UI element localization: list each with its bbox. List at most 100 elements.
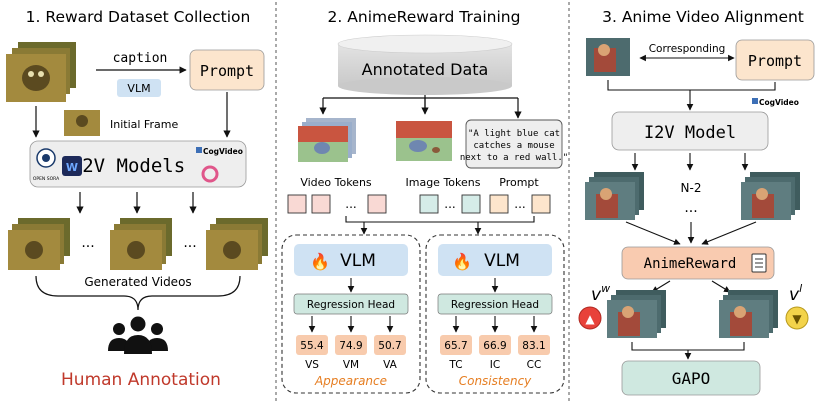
score-va: 50.7 [378, 340, 401, 352]
flame-icon: 🔥 [452, 252, 472, 271]
metric-vs: VS [305, 359, 319, 371]
svg-text:CogVideo: CogVideo [203, 147, 243, 156]
generated-videos-brace [35, 275, 241, 311]
video-tokens-label: Video Tokens [300, 176, 372, 189]
score-cc: 83.1 [522, 340, 545, 352]
regression-head-label-right: Regression Head [451, 299, 539, 311]
generated-video-3 [206, 218, 268, 270]
i2v-models-box [29, 140, 247, 188]
i2v-models-label: I2V Models [71, 155, 185, 177]
generated-video-2 [110, 218, 172, 270]
prompt-quote-line-1: "A light blue cat [468, 129, 560, 139]
inputs-merge [607, 80, 776, 91]
vl-label: vl [789, 282, 802, 305]
gapo-label: GAPO [672, 369, 711, 388]
svg-text:CogVideo: CogVideo [759, 98, 799, 107]
training-video-stack [298, 118, 356, 162]
video-token [367, 194, 387, 214]
vlm-box [117, 79, 161, 97]
corresponding-label: Corresponding [649, 43, 726, 55]
prompt-label-1: Prompt [200, 62, 254, 80]
i2v-model-box [611, 111, 769, 151]
wan-logo [62, 156, 82, 176]
annotated-data-label: Annotated Data [362, 60, 489, 79]
metric-ic: IC [490, 359, 500, 371]
metric-vm: VM [343, 359, 359, 371]
appearance-label: Appearance [314, 374, 387, 388]
panel3-title: 3. Anime Video Alignment [602, 8, 804, 26]
regression-head-label-left: Regression Head [307, 299, 395, 311]
scorecard-icon [751, 253, 767, 273]
anime-reward-box [621, 246, 775, 280]
gapo-box [621, 360, 761, 396]
prompt-token [531, 194, 551, 214]
panel2-title: 2. AnimeReward Training [328, 8, 521, 26]
rollout-video-left [585, 172, 644, 220]
video-token [311, 194, 331, 214]
svg-text:W: W [66, 161, 78, 174]
metric-va: VA [383, 359, 398, 371]
panel1-title: 1. Reward Dataset Collection [26, 8, 251, 26]
image-tokens-label: Image Tokens [406, 176, 481, 189]
image-token-ellipsis: ... [444, 197, 455, 211]
image-token [461, 194, 481, 214]
prompt-tokens-label: Prompt [499, 176, 539, 189]
panel-reward-dataset-collection: 1. Reward Dataset Collection caption VLM… [6, 8, 268, 390]
initial-frame-label: Initial Frame [110, 118, 178, 131]
metric-tc: TC [448, 359, 462, 371]
prompt-token [489, 194, 509, 214]
thumbs-down-icon: ▼ [785, 306, 809, 330]
vlm-box-left [294, 244, 408, 276]
vlm-label: VLM [127, 82, 150, 95]
vlm-box-right [438, 244, 552, 276]
video-token-ellipsis: ... [345, 197, 356, 211]
score-tc: 65.7 [444, 340, 467, 352]
anime-reward-label: AnimeReward [644, 256, 737, 272]
vlm-label-left: VLM [340, 251, 376, 271]
source-frame-stack [6, 42, 76, 102]
score-chip [374, 335, 406, 355]
prompt-box-1 [189, 49, 265, 91]
score-ic: 66.9 [483, 340, 506, 352]
generated-videos-label: Generated Videos [84, 275, 191, 289]
hailuo-logo [201, 165, 219, 183]
pair-merge [631, 342, 745, 351]
score-chip [440, 335, 472, 355]
image-token [419, 194, 439, 214]
people-icon [108, 316, 168, 354]
regression-head-right [437, 293, 553, 315]
open-sora-logo: OPEN SORA [33, 148, 60, 182]
appearance-model-box [281, 234, 421, 394]
score-vm: 74.9 [339, 340, 362, 352]
score-chip [296, 335, 328, 355]
vw-label: vw [591, 282, 610, 305]
i2v-model-label: I2V Model [644, 123, 736, 143]
rollout-ellipsis: ... [684, 200, 697, 216]
score-chip [479, 335, 511, 355]
n-minus-2-label: N-2 [681, 181, 702, 195]
prompt-quote-line-3: next to a red wall." [460, 153, 568, 163]
generated-video-1 [8, 218, 70, 270]
vlm-label-right: VLM [484, 251, 520, 271]
cogvideo-logo-3: CogVideo [752, 98, 799, 107]
cogvideo-logo-1: CogVideo [196, 147, 243, 156]
thumbs-up-icon: ▲ [578, 306, 602, 330]
prompt-box-3 [735, 39, 815, 81]
metric-cc: CC [527, 359, 542, 371]
regression-head-left [293, 293, 409, 315]
score-vs: 55.4 [300, 340, 324, 352]
annotated-data-cylinder [337, 34, 513, 95]
score-chip [335, 335, 367, 355]
anime-frame-input [586, 38, 630, 76]
panel-anime-video-alignment: 3. Anime Video Alignment Corresponding P… [578, 8, 815, 396]
video-token [287, 194, 307, 214]
consistency-model-box [425, 234, 565, 394]
svg-text:▼: ▼ [792, 312, 802, 326]
loser-video [719, 290, 778, 338]
human-annotation-label: Human Annotation [61, 370, 221, 390]
gen-ellipsis-2: ... [183, 235, 196, 251]
rollout-video-right [741, 172, 800, 220]
consistency-label: Consistency [459, 374, 532, 388]
svg-text:OPEN SORA: OPEN SORA [33, 176, 60, 182]
